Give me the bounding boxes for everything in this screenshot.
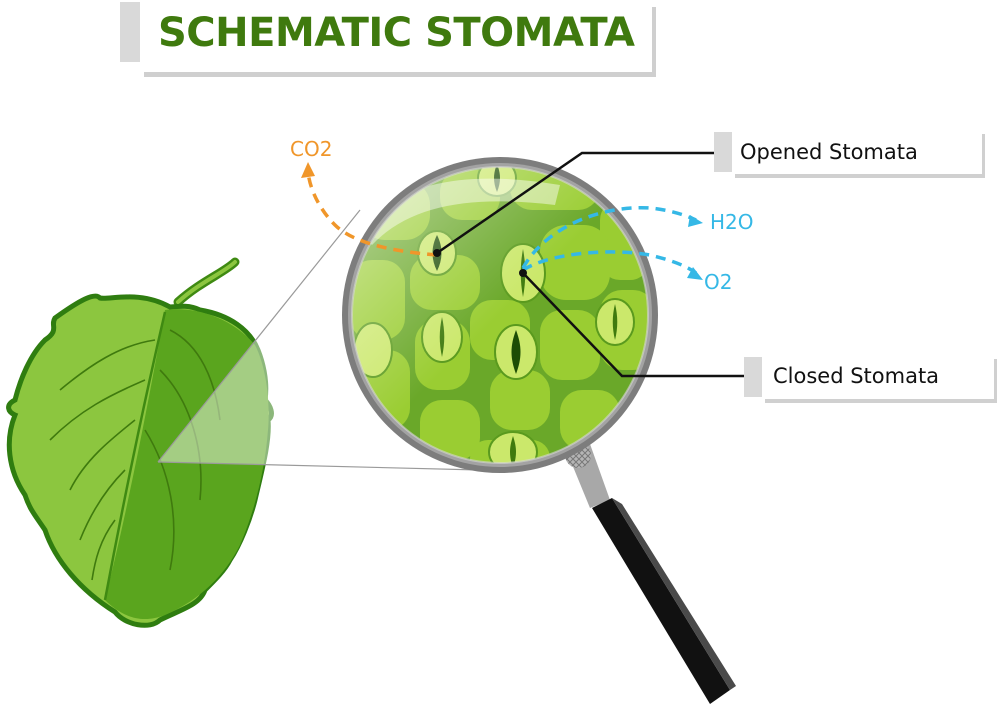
- closed-stomata-leader: [519, 269, 745, 378]
- opened-stomata-leader: [433, 151, 716, 257]
- title-banner: [140, 2, 652, 72]
- h2o-flow-arrow: [521, 206, 703, 269]
- magnifying-glass-handle: [565, 442, 736, 704]
- title-tab-decoration: [120, 2, 140, 62]
- leaf-icon: [6, 257, 274, 628]
- opened-stomata-label: Opened Stomata: [740, 140, 918, 164]
- opened-label-tab: [714, 132, 732, 172]
- o2-label: O2: [704, 270, 733, 294]
- co2-label: CO2: [290, 137, 333, 161]
- co2-flow-arrow: [301, 162, 438, 257]
- closed-stomata-label-box: [762, 355, 994, 399]
- h2o-label: H2O: [710, 210, 754, 234]
- page-title: SCHEMATIC STOMATA: [158, 10, 635, 56]
- opened-stomata-label-box: [732, 130, 982, 174]
- closed-stomata-label: Closed Stomata: [773, 364, 940, 388]
- closed-label-tab: [744, 357, 762, 397]
- o2-flow-arrow: [522, 250, 703, 280]
